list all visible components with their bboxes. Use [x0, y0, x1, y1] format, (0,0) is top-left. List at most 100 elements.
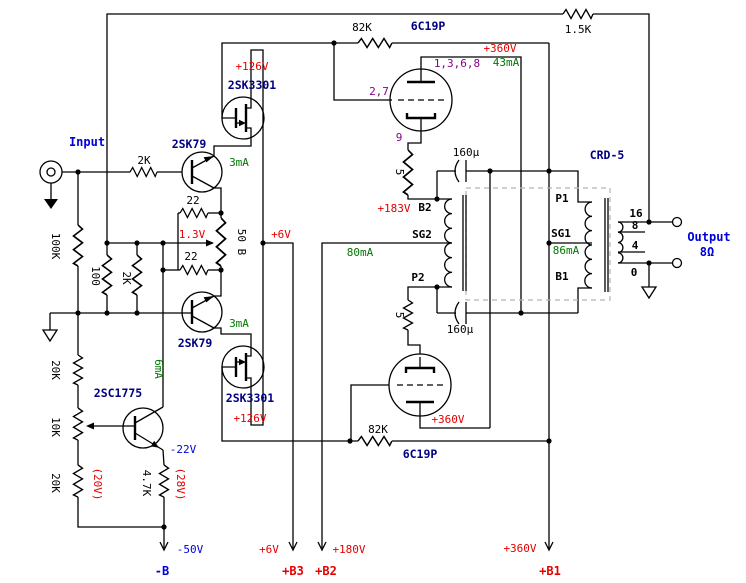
label-jfet-top: 2SK79	[172, 137, 207, 151]
label-r2k-vertical: 2K	[120, 271, 133, 285]
ground-mid-icon	[41, 313, 59, 343]
label-rail-b2: +B2	[315, 564, 337, 578]
transformer-dashed-box	[465, 187, 611, 301]
transformer-secondary-coil	[617, 221, 624, 264]
label-p2: P2	[411, 271, 424, 284]
resistor-82k-bottom	[357, 435, 393, 447]
label-v360-bottom: +360V	[431, 413, 464, 426]
mosfet-2sk3301-bottom	[221, 345, 265, 389]
label-i6: 6mA	[152, 359, 165, 379]
label-r20k-bottom: 20K	[49, 473, 62, 493]
label-v126-bottom: +126V	[233, 412, 266, 425]
top-grid-rail-wires	[221, 42, 549, 119]
label-cap-top: 160μ	[453, 146, 480, 159]
label-output: Output	[687, 230, 730, 244]
label-v183: +183V	[377, 202, 410, 215]
bjt-2sc1775	[122, 406, 164, 451]
label-v6-node: +6V	[271, 228, 291, 241]
label-r5-bottom: 5	[393, 312, 406, 319]
label-pins-plate-top: 1,3,6,8	[434, 57, 480, 70]
label-rail-b3: +B3	[282, 564, 304, 578]
bias-network-wires	[77, 313, 165, 548]
label-i3-bottom: 3mA	[229, 317, 249, 330]
label-i3-top: 3mA	[229, 156, 249, 169]
label-r4-7k: 4.7K	[140, 470, 153, 497]
label-mosfet-bottom: 2SK3301	[226, 391, 275, 405]
label-bjt: 2SC1775	[94, 386, 143, 400]
lower-tube-wires	[350, 330, 421, 441]
resistor-2k-input	[129, 166, 158, 178]
label-mosfet-top: 2SK3301	[228, 78, 277, 92]
resistor-20k-top	[72, 354, 84, 386]
label-rail-b1: +B1	[539, 564, 561, 578]
tube-6c19p-bottom	[388, 353, 452, 417]
label-v360-top: +360V	[483, 42, 516, 55]
cascode-wires	[213, 49, 452, 548]
label-p1: P1	[555, 192, 569, 205]
label-b2: B2	[418, 201, 431, 214]
rail-arrow-minus-b	[159, 541, 169, 552]
label-v126-top: +126V	[235, 60, 268, 73]
resistor-20k-bottom	[72, 464, 84, 498]
label-tap16: 16	[629, 207, 643, 220]
resistor-4-7k	[158, 464, 170, 498]
junction-dots	[75, 40, 652, 530]
resistor-82k-top	[357, 37, 393, 49]
resistor-22-top	[179, 207, 209, 219]
potentiometer-50b	[206, 216, 227, 268]
label-tap0: 0	[631, 266, 638, 279]
resistor-1-5k	[562, 8, 594, 20]
tube-6c19p-top	[389, 68, 453, 132]
label-pin-cathode-top: 9	[396, 131, 403, 144]
label-i43: 43mA	[493, 56, 520, 69]
label-v22-neg: -22V	[170, 443, 197, 456]
output-terminal-16	[671, 216, 683, 228]
label-jfet-bottom: 2SK79	[178, 336, 213, 350]
label-i80: 80mA	[347, 246, 374, 259]
ground-secondary-icon	[640, 286, 658, 300]
label-sg2: SG2	[412, 228, 432, 241]
label-tube-top: 6C19P	[411, 19, 446, 33]
label-i86: 86mA	[553, 244, 580, 257]
label-input: Input	[69, 135, 105, 149]
capacitor-160u-top	[454, 159, 467, 183]
label-sg1: SG1	[551, 227, 571, 240]
output-terminal-0	[671, 257, 683, 269]
label-tube-bottom: 6C19P	[403, 447, 438, 461]
label-r100k: 100K	[49, 233, 62, 260]
label-grid-resistor-top: 82K	[352, 21, 372, 34]
label-grid-resistor-bottom: 82K	[368, 423, 388, 436]
potentiometer-10k	[72, 407, 94, 441]
ground-input-icon	[44, 199, 58, 209]
label-r20k-top: 20K	[49, 360, 62, 380]
label-fb-resistor: 1.5K	[565, 23, 592, 36]
label-v180: +180V	[332, 543, 365, 556]
label-v360-b1: +360V	[503, 542, 536, 555]
resistor-22-bottom	[179, 264, 209, 276]
secondary-wires	[618, 221, 672, 287]
rail-arrow-b3	[288, 541, 298, 552]
label-r5-top: 5	[393, 169, 406, 176]
label-r100: 100	[89, 266, 102, 286]
rail-arrow-b2	[317, 541, 327, 552]
label-v6-rail: +6V	[259, 543, 279, 556]
label-v28: (28V)	[174, 467, 187, 500]
capacitor-160u-bottom	[454, 301, 467, 325]
mosfet-2sk3301-top	[221, 96, 265, 140]
label-rail-b-neg: -B	[155, 564, 169, 578]
jfet-2sk79-bottom	[181, 291, 223, 333]
label-v50-neg: -50V	[177, 543, 204, 556]
label-b1: B1	[555, 270, 569, 283]
jfet-2sk79-top	[181, 151, 223, 193]
label-v20: (20V)	[91, 467, 104, 500]
label-tap4: 4	[632, 239, 639, 252]
label-ohm8: 8Ω	[700, 245, 714, 259]
bottom-grid-rail-wires	[221, 366, 549, 442]
transformer-primary-right-coil	[584, 198, 609, 292]
resistor-100	[101, 254, 113, 296]
rail-arrow-b1	[544, 541, 554, 552]
label-r22-top: 22	[186, 194, 199, 207]
label-pin-grid-top: 2,7	[369, 85, 389, 98]
